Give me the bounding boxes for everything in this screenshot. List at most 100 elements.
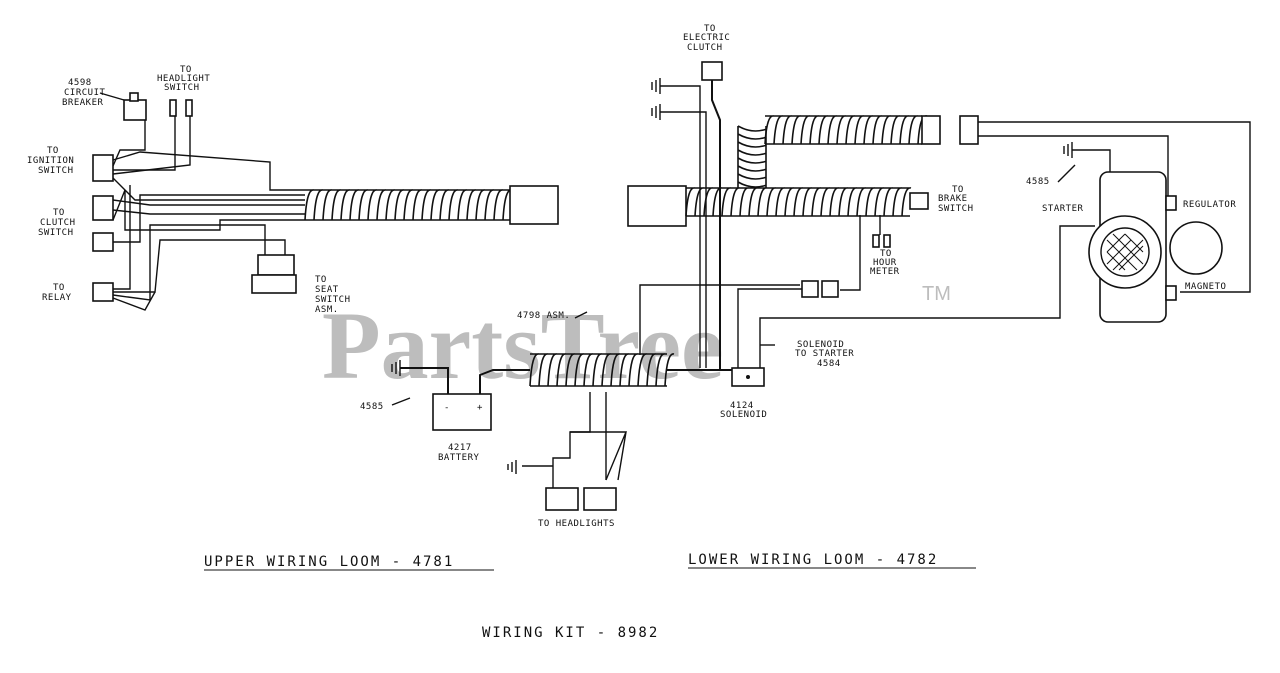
bottom-coil-riser bbox=[639, 284, 800, 355]
headlight-right bbox=[583, 487, 617, 511]
engine-connector bbox=[959, 115, 979, 145]
electric-clutch-wire bbox=[711, 80, 721, 370]
label-ignition-to: TO bbox=[47, 146, 59, 156]
solenoid-to-starter-wire bbox=[759, 225, 1095, 368]
caption-wiring-kit: WIRING KIT - 8982 bbox=[482, 625, 659, 641]
regulator-terminal bbox=[1165, 195, 1177, 211]
ground-wire-1 bbox=[660, 85, 701, 368]
label-seat-asm: ASM. bbox=[315, 305, 339, 315]
label-sol-starter-3: 4584 bbox=[817, 359, 841, 369]
electric-clutch-connector bbox=[701, 61, 723, 81]
asm-leader bbox=[574, 311, 588, 319]
starter-hatch bbox=[1106, 233, 1144, 271]
battery-positive-wire bbox=[479, 369, 530, 394]
label-headlights: TO HEADLIGHTS bbox=[538, 519, 615, 529]
breaker-leader bbox=[99, 92, 125, 101]
headlight-ground-symbol bbox=[507, 460, 517, 474]
bottom-coil bbox=[529, 353, 675, 387]
lower-loom bbox=[391, 61, 1251, 511]
label-ignition-switch: SWITCH bbox=[38, 166, 74, 176]
watermark-brand: PartsTree bbox=[322, 292, 724, 399]
engine bbox=[1088, 171, 1223, 323]
magneto-terminal bbox=[1165, 285, 1177, 301]
label-sol-starter-1: SOLENOID bbox=[797, 340, 844, 350]
battery-negative-wire bbox=[400, 367, 449, 394]
circuit-breaker-cap bbox=[129, 92, 139, 102]
seat-switch-plug bbox=[251, 274, 297, 294]
lower-labels: TO ELECTRIC CLUTCH TO BRAKE SWITCH TO HO… bbox=[360, 24, 1236, 529]
hour-meter-wire bbox=[840, 215, 861, 291]
headlight-connector-a bbox=[169, 99, 177, 117]
label-brake-brake: BRAKE bbox=[938, 194, 968, 204]
brake-switch-connector bbox=[909, 192, 929, 210]
ground-wire-2 bbox=[660, 111, 707, 368]
label-headlight-headlight: HEADLIGHT bbox=[157, 74, 210, 84]
label-clutch-to: TO bbox=[53, 208, 65, 218]
seat-switch-connector bbox=[257, 254, 295, 276]
label-headlight-switch: SWITCH bbox=[164, 83, 200, 93]
upper-loom bbox=[92, 92, 559, 311]
headlight-connector-b bbox=[185, 99, 193, 117]
label-regulator: REGULATOR bbox=[1183, 200, 1236, 210]
label-asm: 4798 ASM. bbox=[517, 311, 570, 321]
label-relay-to: TO bbox=[53, 283, 65, 293]
lower-main-coil bbox=[685, 187, 912, 217]
circuit-breaker bbox=[123, 99, 147, 121]
headlight-left bbox=[545, 487, 579, 511]
label-hour-to: TO bbox=[880, 249, 892, 259]
regulator-wire bbox=[978, 135, 1169, 200]
label-magneto: MAGNETO bbox=[1185, 282, 1226, 292]
top-coil-connector bbox=[921, 115, 941, 145]
top-coil bbox=[764, 115, 928, 145]
label-hour-meter: METER bbox=[870, 267, 900, 277]
label-ignition-ignition: IGNITION bbox=[27, 156, 74, 166]
upper-loom-coil bbox=[304, 189, 513, 221]
label-eclutch-electric: ELECTRIC bbox=[683, 33, 730, 43]
bend-coil bbox=[737, 125, 767, 188]
solenoid-terminal bbox=[746, 375, 750, 379]
ground-symbol-2 bbox=[651, 104, 661, 120]
label-ground-top: 4585 bbox=[1026, 177, 1050, 187]
caption-upper-loom: UPPER WIRING LOOM - 4781 bbox=[204, 554, 454, 570]
label-brake-switch: SWITCH bbox=[938, 204, 974, 214]
headlight-wire-c bbox=[570, 431, 628, 481]
battery-ground-symbol bbox=[391, 360, 401, 376]
battery-ground-leader bbox=[391, 397, 411, 406]
magneto-wire bbox=[978, 121, 1251, 293]
label-seat-seat: SEAT bbox=[315, 285, 339, 295]
battery bbox=[432, 393, 492, 431]
flywheel bbox=[1169, 221, 1223, 275]
label-breaker-circuit: CIRCUIT bbox=[64, 88, 106, 98]
label-breaker-number: 4598 bbox=[68, 78, 92, 88]
hour-meter-connector-a bbox=[872, 234, 880, 248]
label-ground-left: 4585 bbox=[360, 402, 384, 412]
hour-plug-b bbox=[821, 280, 839, 298]
upper-loom-connector bbox=[509, 185, 559, 225]
label-eclutch-to: TO bbox=[704, 24, 716, 34]
clutch-connector-b bbox=[92, 232, 114, 252]
starter-motor bbox=[1088, 215, 1162, 289]
lower-loom-left-connector bbox=[627, 185, 687, 227]
relay-connector bbox=[92, 282, 114, 302]
hour-plug-a bbox=[801, 280, 819, 298]
label-hour-hour: HOUR bbox=[873, 258, 897, 268]
label-starter: STARTER bbox=[1042, 204, 1084, 214]
hour-meter-connector-b bbox=[883, 234, 891, 248]
watermark-trademark: TM bbox=[922, 283, 951, 305]
label-seat-to: TO bbox=[315, 275, 327, 285]
label-headlight-to: TO bbox=[180, 65, 192, 75]
ground-symbol-1 bbox=[651, 78, 661, 94]
label-battery-plus: + bbox=[477, 403, 483, 413]
ignition-connector bbox=[92, 154, 114, 182]
engine-ground-symbol bbox=[1063, 142, 1073, 158]
label-sol-starter-2: TO STARTER bbox=[795, 349, 854, 359]
label-seat-switch: SWITCH bbox=[315, 295, 351, 305]
clutch-connector-a bbox=[92, 195, 114, 221]
label-battery-number: 4217 bbox=[448, 443, 472, 453]
label-clutch-clutch: CLUTCH bbox=[40, 218, 76, 228]
upper-labels: 4598 CIRCUIT BREAKER TO HEADLIGHT SWITCH… bbox=[27, 65, 351, 315]
label-solenoid: SOLENOID bbox=[720, 410, 767, 420]
starter-gear bbox=[1100, 227, 1150, 277]
engine-ground-leader bbox=[1057, 164, 1076, 183]
